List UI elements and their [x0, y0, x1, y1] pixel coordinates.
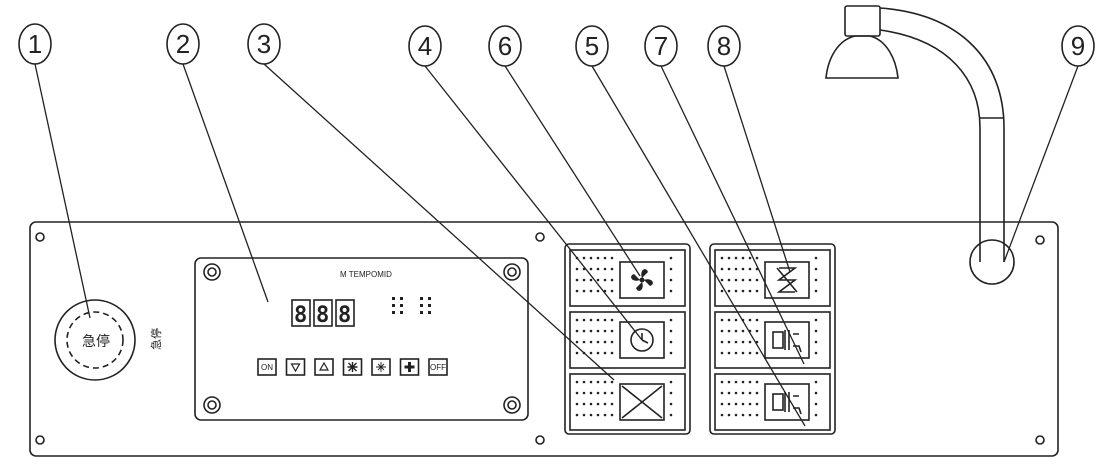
- callout-number: 9: [1071, 31, 1085, 61]
- callout-circle: [166, 23, 200, 65]
- off-text: OFF: [430, 363, 446, 372]
- cross-icon: [621, 385, 663, 419]
- right-switch-bank: [709, 243, 836, 435]
- display-digit: 8: [294, 303, 307, 328]
- indicator-led-grid: [392, 297, 431, 314]
- display-digit: 8: [338, 303, 351, 328]
- left-switch-bank: [564, 243, 691, 435]
- mounting-hole: [35, 435, 45, 445]
- controller-screw: [503, 396, 521, 414]
- up-triangle-icon: [318, 361, 330, 371]
- controller-button-frame: [314, 358, 334, 376]
- callout-circle: [488, 25, 522, 67]
- emergency-stop-side-label: 急停: [149, 328, 163, 350]
- svg-text:OFF: OFF: [430, 363, 446, 372]
- mounting-hole: [1035, 235, 1045, 245]
- callout-circle: [575, 25, 609, 67]
- fan-icon: [404, 362, 415, 372]
- defrost-icon: [376, 362, 386, 372]
- controller-button-frame: [285, 358, 306, 376]
- svg-text:ON: ON: [261, 363, 273, 372]
- heater-icon: [776, 267, 798, 293]
- controller-button-frame: [399, 358, 420, 376]
- callout-number: 3: [257, 29, 271, 59]
- fan-icon: [631, 269, 653, 291]
- mounting-hole: [535, 232, 545, 242]
- controller-button-frame: [428, 358, 448, 376]
- light-switch-box: [764, 321, 810, 359]
- callout-number: 1: [28, 29, 42, 59]
- snowflake-icon: [347, 362, 358, 372]
- callout-number: 8: [717, 31, 731, 61]
- callout-circle: [644, 25, 678, 67]
- controller-button-frame: [371, 358, 391, 376]
- mounting-hole: [535, 435, 545, 445]
- callout-number: 4: [418, 31, 432, 61]
- display-digit: 8: [316, 303, 329, 328]
- callout-circle: [707, 25, 741, 67]
- controller-button-frame: [342, 358, 363, 376]
- display-digit-frame: [335, 299, 355, 327]
- controller-screw: [503, 263, 521, 281]
- callout-circle: [1061, 25, 1095, 67]
- clock-switch-box: [619, 321, 665, 359]
- light-icon: [772, 330, 802, 353]
- emergency-stop-switch: [54, 299, 136, 381]
- controller-button-frame: [257, 358, 277, 376]
- callout-circle: [18, 23, 52, 65]
- down-triangle-icon: [290, 363, 301, 373]
- cross-switch-box: [619, 383, 665, 421]
- mounting-hole: [1035, 435, 1045, 445]
- fan-switch-box: [619, 261, 665, 299]
- callout-number: 2: [176, 29, 190, 59]
- gooseneck-lamp: [825, 5, 1015, 285]
- display-digit-frame: [291, 299, 311, 327]
- on-text: ON: [261, 363, 273, 372]
- mounting-hole: [35, 232, 45, 242]
- callout-circle: [247, 23, 281, 65]
- callout-number: 7: [654, 31, 668, 61]
- panel-outline: [29, 221, 1059, 457]
- clock-icon: [630, 328, 654, 352]
- temperature-controller: [194, 257, 529, 421]
- leader-lines: [34, 63, 1079, 427]
- emergency-stop-inner-label: 急停: [82, 333, 110, 349]
- light-switch-box: [764, 383, 810, 421]
- light-icon: [772, 392, 802, 415]
- callout-number: 6: [498, 31, 512, 61]
- callout-number: 5: [585, 31, 599, 61]
- callout-circle: [408, 25, 442, 67]
- controller-model-text: M TEMPOMID: [340, 270, 392, 279]
- display-digit-frame: [313, 299, 333, 327]
- controller-screw: [203, 396, 221, 414]
- controller-screw: [203, 263, 221, 281]
